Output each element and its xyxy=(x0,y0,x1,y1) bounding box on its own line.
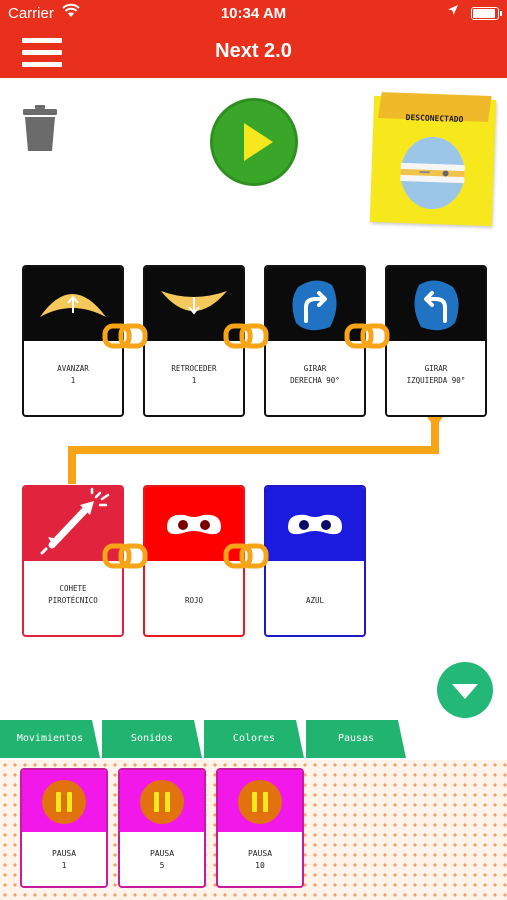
play-icon xyxy=(244,123,273,161)
hamburger-menu-icon[interactable] xyxy=(22,38,62,68)
chain-link-icon xyxy=(223,543,269,569)
card-label-line2: 1 xyxy=(61,861,67,870)
location-icon xyxy=(447,4,459,19)
robot-status-note[interactable]: DESCONECTADO xyxy=(369,92,497,227)
palette-card-pausa-10[interactable]: PAUSA 10 xyxy=(216,768,304,888)
pause-icon xyxy=(42,780,86,824)
collapse-palette-button[interactable] xyxy=(437,662,493,718)
status-bar: Carrier 10:34 AM xyxy=(0,0,507,28)
palette-card-pausa-1[interactable]: PAUSA 1 xyxy=(20,768,108,888)
card-label-line1: COHETE xyxy=(59,584,87,593)
card-label-line2: 10 xyxy=(255,861,265,870)
card-label-line2: 5 xyxy=(159,861,165,870)
palette-tabs: Movimientos Sonidos Colores Pausas xyxy=(0,720,507,760)
chain-link-icon xyxy=(102,323,148,349)
robot-icon xyxy=(400,136,465,210)
card-label-line1: PAUSA xyxy=(51,849,77,858)
card-label-line1: PAUSA xyxy=(149,849,175,858)
card-label-line1: RETROCEDER xyxy=(171,364,217,373)
turn-left-icon xyxy=(414,280,459,331)
chain-link-icon xyxy=(344,323,390,349)
blue-eyes-icon xyxy=(288,514,342,535)
card-label-line1: PAUSA xyxy=(247,849,273,858)
chevron-down-icon xyxy=(452,684,478,699)
red-eyes-icon xyxy=(167,514,221,535)
card-label-line2: IZQUIERDA 90° xyxy=(406,376,466,385)
arrow-up-icon xyxy=(40,294,106,317)
chain-link-icon xyxy=(223,323,269,349)
card-label-line1: AZUL xyxy=(305,596,325,605)
card-label-line2: 1 xyxy=(191,376,197,385)
play-button[interactable] xyxy=(210,98,298,186)
chain-link-icon xyxy=(102,543,148,569)
page-title: Next 2.0 xyxy=(215,40,292,62)
arrow-down-icon xyxy=(161,291,227,315)
block-palette: PAUSA 1 PAUSA 5 PAUSA 10 xyxy=(0,760,507,900)
tab-movimientos[interactable]: Movimientos xyxy=(0,720,100,758)
tab-sonidos[interactable]: Sonidos xyxy=(102,720,202,758)
card-label-line1: AVANZAR xyxy=(57,364,89,373)
clock: 10:34 AM xyxy=(220,5,287,22)
card-label-line1: GIRAR xyxy=(303,364,327,373)
card-label-line1: ROJO xyxy=(184,596,204,605)
card-label-line2: DERECHA 90° xyxy=(290,376,340,385)
tab-colores[interactable]: Colores xyxy=(204,720,304,758)
nav-bar: Next 2.0 xyxy=(0,28,507,78)
tab-pausas[interactable]: Pausas xyxy=(306,720,406,758)
card-label-line1: GIRAR xyxy=(424,364,448,373)
program-card-azul[interactable]: AZUL xyxy=(264,485,366,637)
rocket-icon xyxy=(40,487,110,555)
pause-icon xyxy=(140,780,184,824)
program-card-girar-izquierda[interactable]: GIRAR IZQUIERDA 90° xyxy=(385,265,487,417)
card-label-line2: PIROTÉCNICO xyxy=(48,596,98,605)
battery-icon xyxy=(471,7,502,20)
palette-card-pausa-5[interactable]: PAUSA 5 xyxy=(118,768,206,888)
card-label-line2: 1 xyxy=(70,376,76,385)
wifi-icon xyxy=(62,3,80,23)
turn-right-icon xyxy=(292,280,337,331)
carrier-label: Carrier xyxy=(8,5,54,22)
pause-icon xyxy=(238,780,282,824)
trash-icon[interactable] xyxy=(22,105,58,151)
